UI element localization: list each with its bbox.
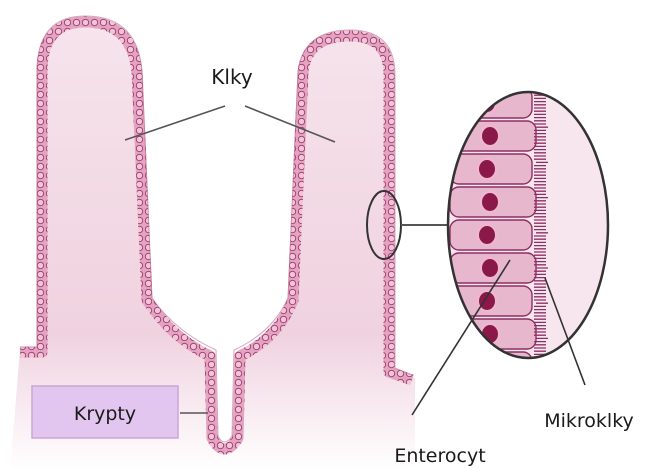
zoom-inset: [440, 85, 620, 382]
enterocyte-nucleus: [478, 225, 496, 245]
enterocyte-nucleus: [478, 291, 496, 311]
microvilli-label: Mikroklky: [544, 410, 634, 432]
enterocyte-nucleus: [481, 192, 499, 212]
enterocyte-label: Enterocyt: [394, 445, 485, 467]
enterocyte-nucleus: [478, 357, 496, 377]
enterocyte-nucleus: [481, 258, 499, 278]
villi-label: Klky: [211, 65, 253, 89]
enterocyte-nucleus: [478, 159, 496, 179]
enterocyte-nucleus: [481, 126, 499, 146]
crypts-label: Krypty: [74, 403, 136, 425]
